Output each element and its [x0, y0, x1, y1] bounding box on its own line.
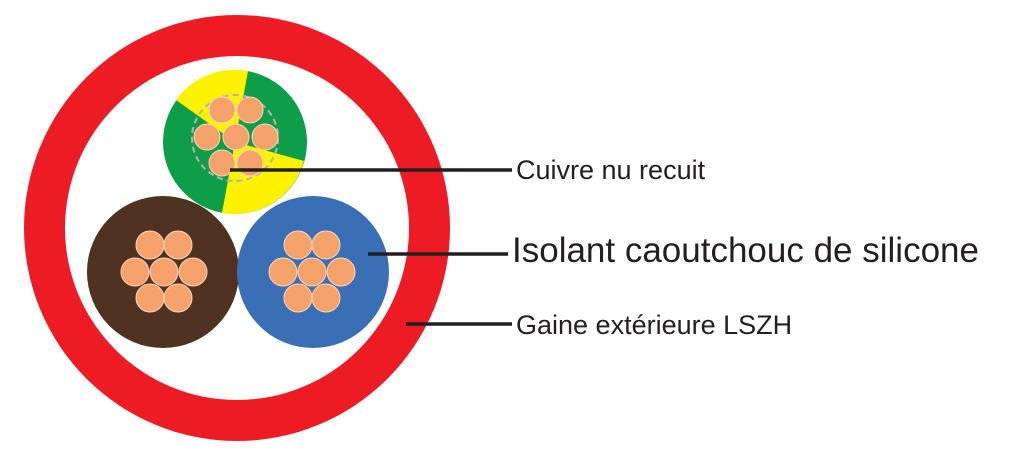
insulation-label: Isolant caoutchouc de silicone [512, 231, 979, 270]
copper-strand [268, 257, 298, 287]
copper-strand [163, 230, 193, 260]
copper-strand [208, 96, 236, 124]
copper-strand [178, 257, 208, 287]
copper-strand [193, 123, 221, 151]
copper-strand [297, 257, 327, 287]
copper-strand [311, 230, 341, 260]
copper-strand [326, 257, 356, 287]
copper-strand [311, 283, 341, 313]
neutral-core [237, 196, 389, 348]
copper-strand [251, 123, 279, 151]
copper-strand [283, 230, 313, 260]
copper-strand [135, 230, 165, 260]
copper-strand [236, 96, 264, 124]
phase-core [87, 196, 239, 348]
earth-core [163, 69, 307, 215]
earth-conductor-strands [193, 96, 279, 177]
copper-strand [135, 283, 165, 313]
copper-strand [149, 257, 179, 287]
outer-sheath-label: Gaine extérieure LSZH [516, 310, 793, 340]
copper-conductor-label: Cuivre nu recuit [516, 155, 706, 185]
copper-strand [208, 149, 236, 177]
copper-strand [236, 149, 264, 177]
copper-strand [283, 283, 313, 313]
copper-strand [120, 257, 150, 287]
copper-strand [222, 123, 250, 151]
neutral-conductor-strands [268, 230, 356, 313]
phase-conductor-strands [120, 230, 208, 313]
copper-strand [163, 283, 193, 313]
